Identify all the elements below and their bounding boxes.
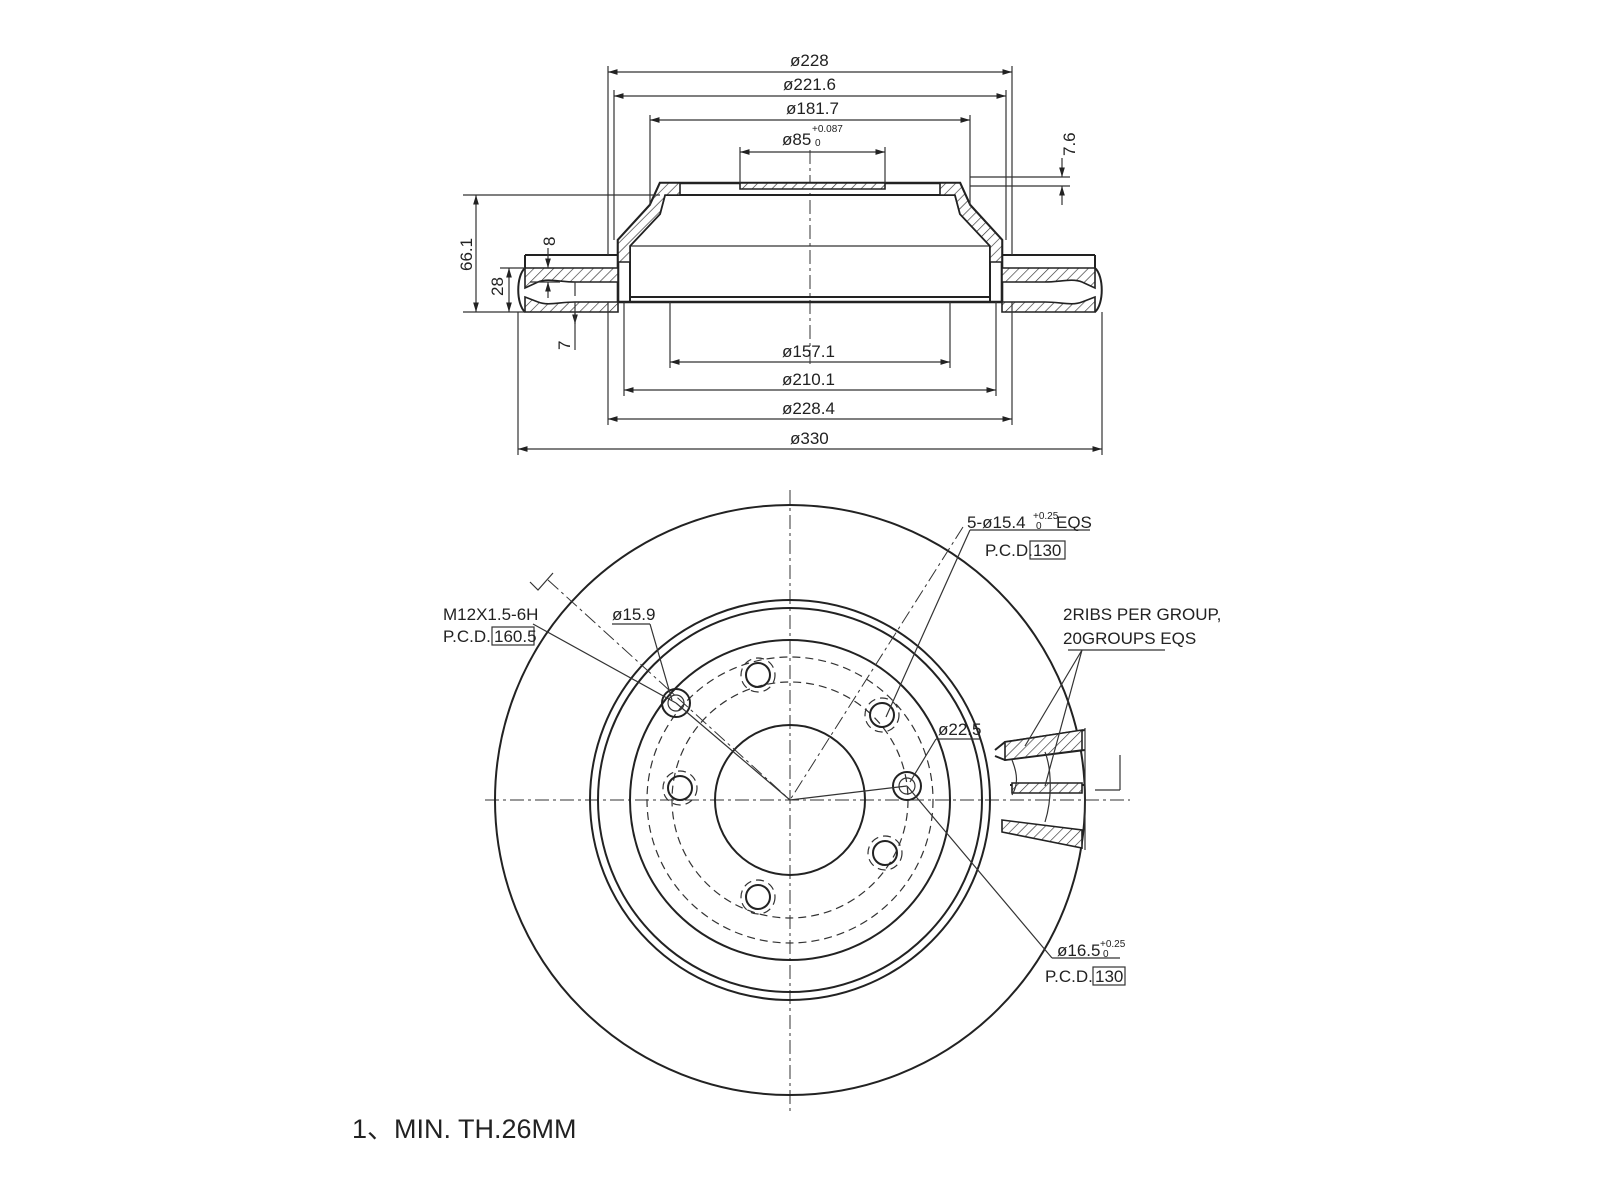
callout-d16-5-pcd-value: 130: [1095, 967, 1123, 986]
dim-d85: ø85: [782, 130, 811, 149]
callout-d16-5-pcd-label: P.C.D.: [1045, 967, 1093, 986]
front-view: 5-ø15.4 +0.25 0 EQS P.C.D. 130 M12X1.5-6…: [443, 490, 1221, 1112]
dim-d228-4: ø228.4: [782, 399, 835, 418]
callout-d15-9: ø15.9: [612, 605, 655, 624]
callout-ribs-line1: 2RIBS PER GROUP,: [1063, 605, 1221, 624]
dim-d85-tol-lower: 0: [815, 138, 821, 149]
callout-ribs-line2: 20GROUPS EQS: [1063, 629, 1196, 648]
callout-bolt-holes-pcd-label: P.C.D.: [985, 541, 1033, 560]
dim-d181-7: ø181.7: [786, 99, 839, 118]
note-min-thickness: 1、MIN. TH.26MM: [352, 1114, 577, 1144]
dim-h7: 7: [555, 341, 574, 350]
dim-d221-6: ø221.6: [783, 75, 836, 94]
callout-bolt-holes-pcd-value: 130: [1033, 541, 1061, 560]
dim-h7-6: 7.6: [1060, 132, 1079, 156]
dim-d210-1: ø210.1: [782, 370, 835, 389]
callout-bolt-holes: 5-ø15.4: [967, 513, 1026, 532]
callout-d16-5-tol-lower: 0: [1103, 949, 1109, 960]
dim-d228: ø228: [790, 51, 829, 70]
callout-thread-spec: M12X1.5-6H: [443, 605, 538, 624]
section-view: ø228 ø221.6 ø181.7 ø85 +0.087 0 7.6 66.1…: [457, 51, 1103, 455]
dim-h8: 8: [540, 237, 559, 246]
callout-bolt-holes-tol: +0.25: [1033, 511, 1059, 522]
dim-h66-1: 66.1: [457, 238, 476, 271]
dim-d157-1: ø157.1: [782, 342, 835, 361]
dim-d330: ø330: [790, 429, 829, 448]
callout-d16-5-tol: +0.25: [1100, 939, 1126, 950]
callout-d16-5: ø16.5: [1057, 941, 1100, 960]
callout-thread-pcd-label: P.C.D.: [443, 627, 491, 646]
callout-bolt-holes-tol-lower: 0: [1036, 521, 1042, 532]
callout-thread-pcd-value: 160.5: [494, 627, 537, 646]
dim-h28: 28: [488, 277, 507, 296]
callout-d22-5: ø22.5: [938, 720, 981, 739]
callout-bolt-holes-eqs: EQS: [1056, 513, 1092, 532]
dim-d85-tol-upper: +0.087: [812, 124, 843, 135]
